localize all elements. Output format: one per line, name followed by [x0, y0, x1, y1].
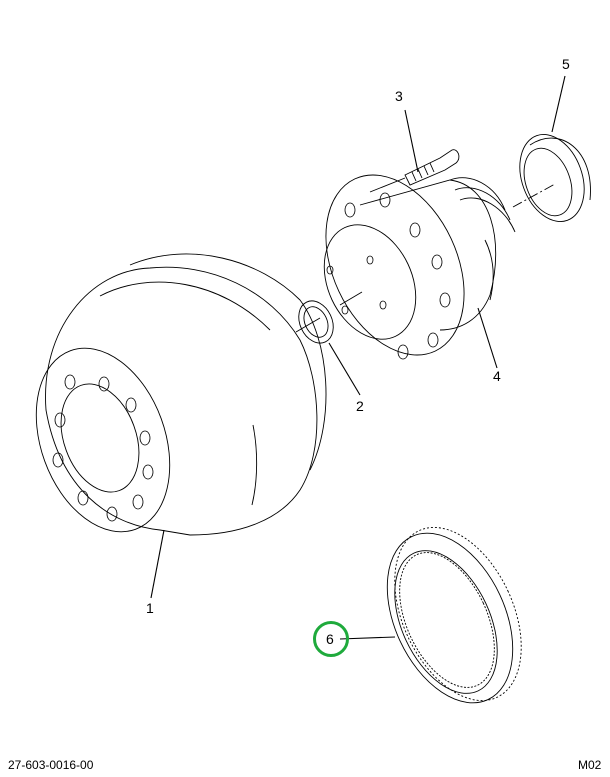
tone-ring-part[interactable] — [362, 507, 547, 722]
callout-3[interactable]: 3 — [395, 88, 403, 104]
diagram-code: M02 — [578, 758, 602, 772]
wheel-stud-part[interactable] — [369, 149, 460, 193]
part-number: 27-603-0016-00 — [8, 758, 94, 772]
callout-2[interactable]: 2 — [356, 398, 364, 414]
callout-5[interactable]: 5 — [562, 56, 570, 72]
callout-4[interactable]: 4 — [493, 368, 501, 384]
leader-lines — [150, 75, 566, 640]
callout-6[interactable]: 6 — [326, 631, 334, 647]
bearing-cup-part[interactable] — [508, 125, 595, 230]
seal-ring-part[interactable] — [292, 295, 340, 348]
brake-drum-part[interactable] — [12, 253, 327, 551]
callout-1[interactable]: 1 — [146, 600, 154, 616]
wheel-hub-part[interactable] — [299, 153, 516, 378]
callout-6-highlight-ring[interactable] — [313, 621, 349, 657]
